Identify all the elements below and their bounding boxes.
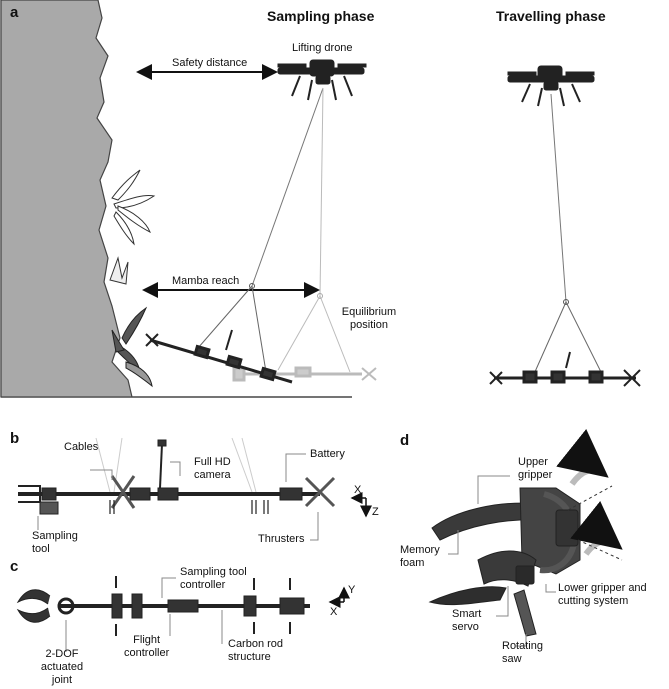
label-sampling-controller-line1: Sampling tool (180, 566, 247, 578)
label-sampling-tool-line1: Sampling (32, 530, 78, 542)
label-sampling-tool: Sampling tool (32, 530, 78, 556)
label-smart-servo-line1: Smart (452, 608, 482, 620)
label-memory-foam: Memory foam (400, 544, 440, 570)
label-equilibrium-line1: Equilibrium (341, 306, 397, 318)
label-carbon-line1: Carbon rod (228, 638, 284, 650)
label-rotating-saw: Rotating saw (502, 640, 543, 666)
label-memory-foam-line1: Memory (400, 544, 440, 556)
plant-top (111, 169, 156, 246)
panel-label-b: b (10, 430, 20, 447)
suspension-cables-eq (277, 295, 351, 373)
label-2dof-joint: 2-DOF actuated joint (30, 648, 94, 687)
label-equilibrium-line2: position (350, 319, 388, 331)
cable-equilibrium (319, 87, 324, 297)
label-sampling-controller-line2: controller (180, 579, 226, 591)
axis-xz (350, 492, 372, 518)
panel-b-robot (18, 439, 336, 515)
label-mamba-reach: Mamba reach (172, 275, 240, 287)
axis-label-z: Z (372, 506, 379, 518)
panel-b-cables (95, 437, 257, 493)
axis-label-x-c: X (330, 606, 338, 618)
panel-label-d: d (400, 432, 410, 449)
label-lower-gripper-line1: Lower gripper and (558, 582, 647, 594)
label-carbon-rod: Carbon rod structure (228, 638, 283, 664)
label-upper-gripper: Upper gripper (518, 456, 552, 482)
label-flight-line2: controller (124, 647, 170, 659)
panel-c-robot (16, 576, 310, 636)
label-sampling-tool-line2: tool (32, 543, 50, 555)
label-smart-servo-line2: servo (452, 621, 479, 633)
label-carbon-line2: structure (228, 651, 271, 663)
label-camera-line1: Full HD (194, 456, 231, 468)
label-equilibrium-position: Equilibrium position (334, 306, 404, 332)
cable-sampling (251, 87, 324, 287)
cable-junction-eq (317, 293, 323, 299)
lifting-drone-travelling (507, 65, 595, 107)
label-lower-gripper: Lower gripper and cutting system (558, 582, 647, 608)
label-sampling-tool-controller: Sampling tool controller (180, 566, 247, 592)
cliff-face (0, 0, 133, 398)
lifting-drone-sampling (277, 59, 367, 101)
cable-travelling (550, 93, 567, 303)
label-upper-gripper-line2: gripper (518, 469, 553, 481)
robot-sampling (145, 329, 293, 384)
plant-bottom (111, 306, 153, 388)
label-joint-line1: 2-DOF (45, 648, 79, 660)
label-camera-line2: camera (194, 469, 231, 481)
label-rotating-saw-line1: Rotating (502, 640, 543, 652)
header-sampling-phase: Sampling phase (267, 8, 375, 24)
axis-xy (328, 586, 350, 608)
label-memory-foam-line2: foam (400, 557, 425, 569)
label-lifting-drone: Lifting drone (292, 42, 353, 54)
label-joint-line3: joint (51, 674, 73, 686)
robot-travelling (489, 351, 641, 387)
label-cables: Cables (64, 441, 99, 453)
plant-middle (109, 256, 129, 285)
label-camera: Full HD camera (194, 456, 231, 482)
panel-label-a: a (10, 4, 19, 21)
label-flight-line1: Flight (133, 634, 161, 646)
label-safety-distance: Safety distance (172, 57, 248, 69)
label-joint-line2: actuated (40, 661, 84, 673)
label-smart-servo: Smart servo (452, 608, 481, 634)
label-upper-gripper-line1: Upper (518, 456, 548, 468)
label-rotating-saw-line2: saw (502, 653, 522, 665)
sampling-tool-render (428, 429, 623, 637)
axis-label-x-b: X (354, 484, 362, 496)
label-flight-controller: Flight controller (124, 634, 169, 660)
panel-label-c: c (10, 558, 19, 575)
label-battery: Battery (310, 448, 345, 460)
axis-label-y: Y (348, 584, 356, 596)
label-lower-gripper-line2: cutting system (558, 595, 629, 607)
header-travelling-phase: Travelling phase (496, 8, 606, 24)
label-thrusters: Thrusters (258, 533, 305, 545)
suspension-cables-sampling (197, 285, 267, 373)
